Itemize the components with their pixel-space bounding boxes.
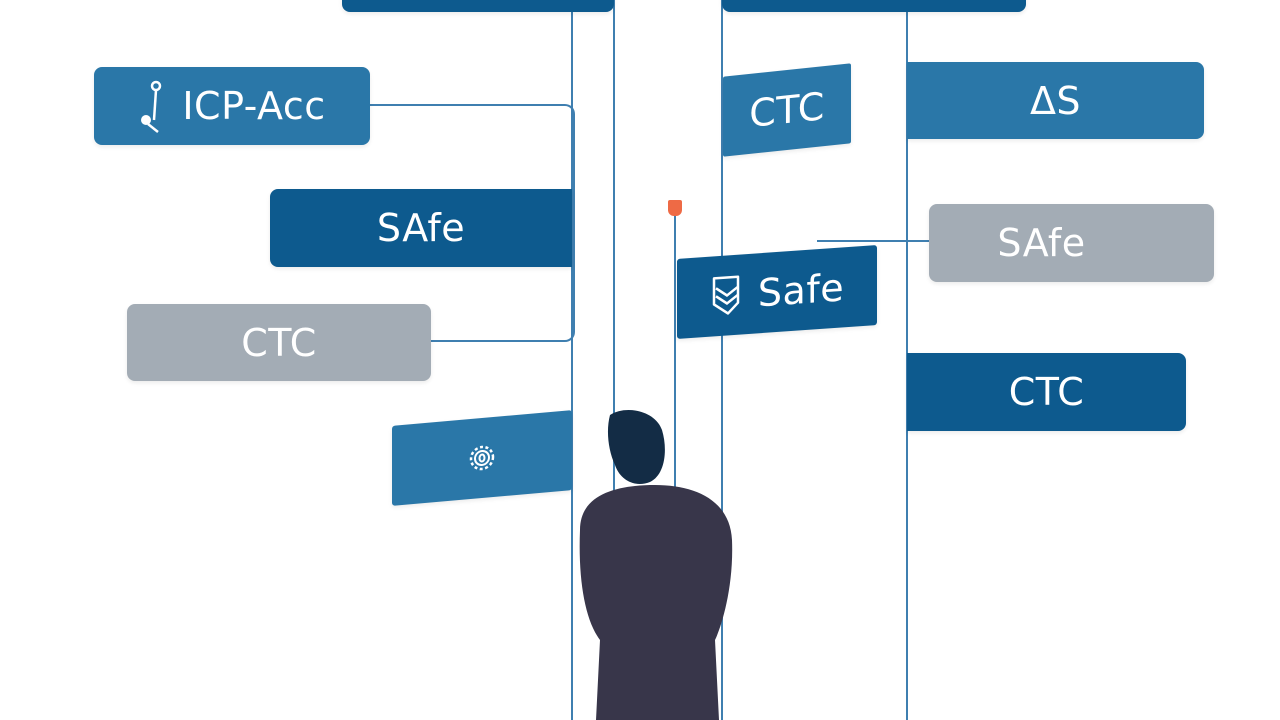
connector-icp-to-ctc xyxy=(370,104,575,342)
sign-top-left[interactable] xyxy=(342,0,614,12)
sign-label: CTC xyxy=(241,320,317,365)
person-illustration xyxy=(579,410,733,720)
sign-label: ICP-Acc xyxy=(182,84,326,128)
pole-center-left xyxy=(613,0,615,720)
gear-icon xyxy=(464,438,500,477)
pole-left xyxy=(571,0,573,720)
shield-icon xyxy=(710,272,744,318)
sign-label: CTC xyxy=(1008,370,1085,414)
flag-icon xyxy=(668,200,682,216)
sign-safe-dark-left[interactable]: SAfe xyxy=(270,189,572,267)
sign-delta-s[interactable]: ΔS xyxy=(907,62,1204,139)
sign-safe-gray-right[interactable]: SAfe xyxy=(929,204,1214,282)
sign-label: CTC xyxy=(749,84,825,136)
sign-icp-acc[interactable]: ICP-Acc xyxy=(94,67,370,145)
sign-ctc-gray-left[interactable]: CTC xyxy=(127,304,431,381)
sign-top-right[interactable] xyxy=(722,0,1026,12)
sign-label: Safe xyxy=(757,265,845,316)
sign-gear[interactable] xyxy=(392,410,572,506)
connector-safe-center-to-gray xyxy=(817,240,932,242)
key-icon xyxy=(138,78,168,134)
pole-flag xyxy=(674,210,676,720)
sign-label: SAfe xyxy=(997,221,1086,265)
sign-ctc-tilted[interactable]: CTC xyxy=(723,63,851,157)
sign-safe-center[interactable]: Safe xyxy=(677,245,877,339)
sign-label: SAfe xyxy=(376,206,466,250)
pole-center-right xyxy=(721,0,723,720)
sign-ctc-dark-right[interactable]: CTC xyxy=(907,353,1186,431)
sign-label: ΔS xyxy=(1029,78,1082,123)
